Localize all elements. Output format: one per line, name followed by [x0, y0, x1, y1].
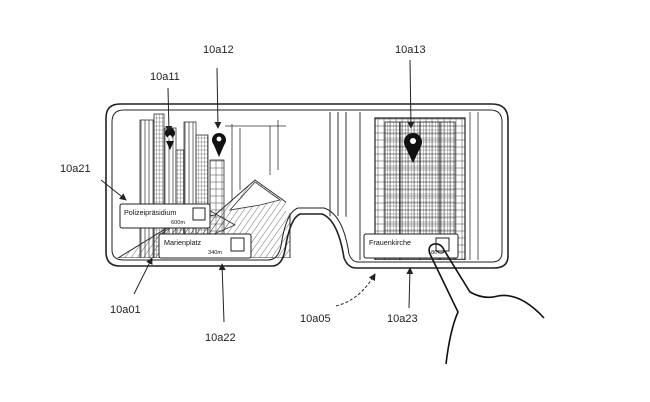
pointing-finger-icon	[428, 243, 545, 365]
poi-card-polizeiprasidium[interactable]: Polizeipräsidium 600m	[119, 203, 211, 229]
ref-label-10a12: 10a12	[203, 44, 234, 56]
poi-card-title: Polizeipräsidium	[124, 208, 176, 217]
ref-label-10a01: 10a01	[110, 304, 141, 316]
poi-card-frauenkirche[interactable]: Frauenkirche 180	[363, 233, 459, 259]
poi-card-distance: 600m	[171, 220, 185, 226]
checkbox-icon[interactable]	[192, 207, 206, 221]
poi-card-title: Marienplatz	[164, 238, 202, 247]
ref-label-10a05: 10a05	[300, 313, 331, 325]
glasses-outline	[105, 103, 509, 269]
ref-label-10a23: 10a23	[387, 313, 418, 325]
ref-label-10a21: 10a21	[60, 163, 91, 175]
poi-card-distance: 340m	[208, 250, 222, 256]
ref-label-10a13: 10a13	[395, 44, 426, 56]
poi-card-marienplatz[interactable]: Marienplatz 340m	[158, 233, 252, 259]
checkbox-icon[interactable]	[230, 237, 245, 252]
ref-label-10a22: 10a22	[205, 332, 236, 344]
location-pin-icon[interactable]	[404, 133, 422, 163]
location-pin-icon[interactable]	[212, 133, 226, 157]
poi-card-title: Frauenkirche	[369, 238, 411, 247]
poi-card-distance: 180	[428, 250, 437, 256]
ref-label-10a11: 10a11	[150, 71, 180, 83]
